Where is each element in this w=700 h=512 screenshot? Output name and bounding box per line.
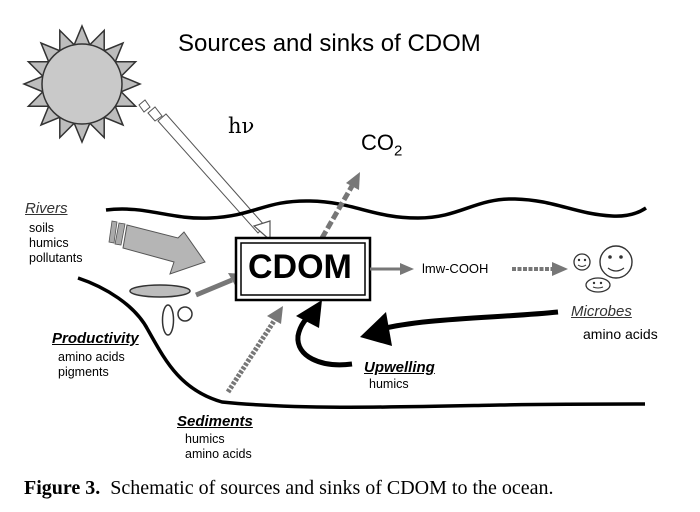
rivers-heading: Rivers <box>25 200 68 217</box>
rivers-item: soils <box>29 221 55 235</box>
cdom-label: CDOM <box>248 248 352 286</box>
sea-surface-line <box>105 197 647 220</box>
co2-label: CO2 <box>361 130 403 160</box>
rivers-item: pollutants <box>29 251 83 265</box>
sediment-arrow <box>225 306 283 394</box>
photon-energy-label: hν <box>228 114 255 138</box>
productivity-item: pigments <box>58 365 109 379</box>
microbes-to-cdom-arrow <box>360 309 559 346</box>
microbes-heading: Microbes <box>571 303 632 320</box>
productivity-item: amino acids <box>58 350 125 364</box>
phytoplankton-circle-icon <box>177 306 193 322</box>
phytoplankton-oval-icon <box>161 304 175 336</box>
microbes-item: amino acids <box>583 326 658 342</box>
sediments-item: humics <box>185 432 225 446</box>
lmw-cooh-label: lmw-COOH <box>422 261 489 276</box>
microbes-icon <box>573 245 633 293</box>
rivers-item: humics <box>29 236 69 250</box>
phytoplankton-ellipse <box>129 284 191 298</box>
diagram-title: Sources and sinks of CDOM <box>178 30 481 57</box>
sediments-heading: Sediments <box>177 413 253 430</box>
sun-icon <box>22 24 142 144</box>
sunlight-ray-arrow <box>138 99 271 242</box>
river-input-arrow <box>108 220 206 275</box>
productivity-heading: Productivity <box>52 330 139 347</box>
cdom-box <box>234 236 372 302</box>
figure-caption: Figure 3. Schematic of sources and sinks… <box>24 477 554 499</box>
lmw-to-microbes-arrow <box>512 262 568 276</box>
upwelling-arrow <box>295 300 353 368</box>
upwelling-heading: Upwelling <box>364 359 435 376</box>
upwelling-item: humics <box>369 377 409 391</box>
co2-outgassing-arrow <box>319 172 360 240</box>
cdom-to-lmw-arrow <box>370 263 414 275</box>
sediments-item: amino acids <box>185 447 252 461</box>
seafloor-line <box>77 276 646 409</box>
